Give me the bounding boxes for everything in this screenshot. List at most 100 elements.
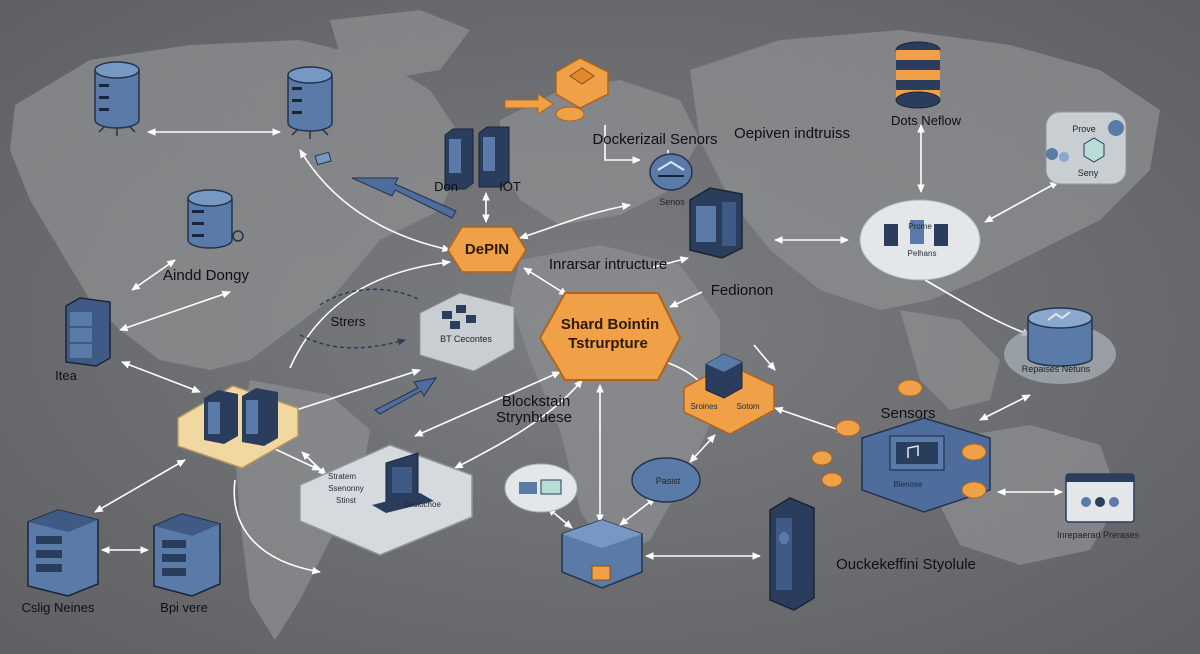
sensor-puck-4 [821,472,843,488]
label-pasist: Pasist [655,476,681,486]
conn-db3-stack [131,259,176,291]
greenland-landmass [330,10,470,80]
label-stratem: Stratem [327,472,357,481]
label-senos: Senos [659,197,685,207]
shard-hub-hexagon [538,292,682,381]
label-fedionon: Fedionon [710,282,774,299]
dots-neflow-db-stack [895,41,941,109]
conn-panel-repaises [924,279,1031,336]
label-infrastructure: Inrarsar intructure [548,256,668,273]
sensor-puck-5 [961,443,987,461]
datacenter-building-2 [153,513,221,597]
europe-landmass [500,80,700,225]
flow-arrow-up-blue [374,377,438,415]
conn-cube-platform [753,344,776,371]
bt-cecontes-panel [419,292,515,372]
server-rack-center [689,187,743,259]
datacenter-building-1 [27,509,99,597]
label-aindd-dongy: Aindd Dongy [163,267,249,284]
label-blockchain-line2: Strynbuese [496,409,572,426]
conn-platform-sensors [774,406,846,434]
senos-round-node [649,153,693,191]
orange-cube-platform [683,353,775,435]
small-device-icon [314,151,332,166]
label-dots-neflow: Dots Neflow [890,113,962,128]
sensor-orange-pucks [811,379,987,499]
label-inrepaerad-prerases: Inrepaerad Prerases [1056,530,1140,540]
label-ssenonny: Ssenonny [328,484,364,493]
depin-hexagon [447,226,527,273]
database-cylinder-1 [94,61,140,136]
laptop-cluster-panel [299,444,473,556]
conn-infra-rack [649,256,689,269]
label-bpi-vere: Bpi vere [160,600,208,615]
sensor-puck-6 [961,481,987,499]
label-sensors: Sensors [880,405,936,422]
server-tower-pair [444,126,510,190]
conn-hub-depin [523,267,568,296]
conn-node-top-down [604,125,641,164]
connections [94,124,1063,575]
label-prove: Prove [1072,124,1096,134]
conn-platform-cloud [689,434,716,463]
sensor-puck-1 [897,379,923,397]
repaises-panel [1004,307,1116,384]
label-blockchain-line1: Blockstain [501,393,571,410]
conn-fedionon-hub [669,291,703,308]
label-dockerized-sensors: Dockerizail Senors [592,131,718,148]
database-cylinder-3 [187,189,244,249]
label-strers: Strers [330,314,366,329]
label-iot: IOT [499,179,521,194]
database-cylinder-2 [287,66,333,139]
server-platform-beige [177,385,299,469]
label-shard-line1: Shard Bointin [560,316,660,333]
conn-depin-senos [519,202,631,240]
inrepaerad-window-panel [1065,473,1135,523]
flow-arrows [351,93,554,415]
flow-arrow-orange [504,93,554,115]
label-depin: DePIN [464,241,510,258]
conn-platform-building1 [94,459,186,513]
server-stack-left [65,297,111,367]
label-sroines: Sroines [690,402,718,411]
label-depiven-industries: Oepiven indtruiss [734,125,850,142]
label-blenose: Blenose [893,480,923,489]
tall-server-column [769,497,815,611]
label-stinst: Stinst [335,496,357,505]
sensor-puck-3 [811,450,833,466]
conn-panel-prove [984,181,1059,223]
conn-platform-depin [289,259,451,369]
sensor-puck-2 [835,419,861,437]
conn-stack-platform [121,361,201,393]
conn-repaises-sensors [979,394,1031,421]
conn-hub-cluster [454,379,583,469]
conn-dashed-strers [299,288,421,349]
conn-curve-south [233,479,321,575]
conn-strers-platform [289,368,421,414]
label-seny: Seny [1077,168,1099,178]
lock-cloud-node [504,463,578,513]
label-don: Don [434,179,458,194]
label-prome: Prome [908,222,932,231]
flow-arrow-left-blue [351,177,457,219]
sensors-cluster-panel [861,417,991,513]
label-repaises-netuns: Repaises Netuns [1021,364,1091,374]
orange-stack-node [555,57,609,122]
hex-node-bottom [561,519,643,589]
prove-panel [1045,111,1127,185]
conn-stack-strers [119,290,231,332]
label-shard-line2: Tstrurpture [568,335,648,352]
prome-panel [859,199,981,281]
label-cslig-neines: Cslig Neines [21,600,95,615]
label-bt-cecontes: BT Cecontes [440,334,492,344]
label-sotom: Sotom [736,402,760,411]
southeast-asia-landmass [900,310,1000,410]
conn-cloud-hexnode [619,497,656,526]
label-itea: Itea [55,368,77,383]
label-desiochoe: Desiochoe [403,500,441,509]
pasist-cloud-node [631,457,701,503]
label-pelhans: Pelhans [907,249,937,258]
conn-db2-depin [299,149,451,253]
